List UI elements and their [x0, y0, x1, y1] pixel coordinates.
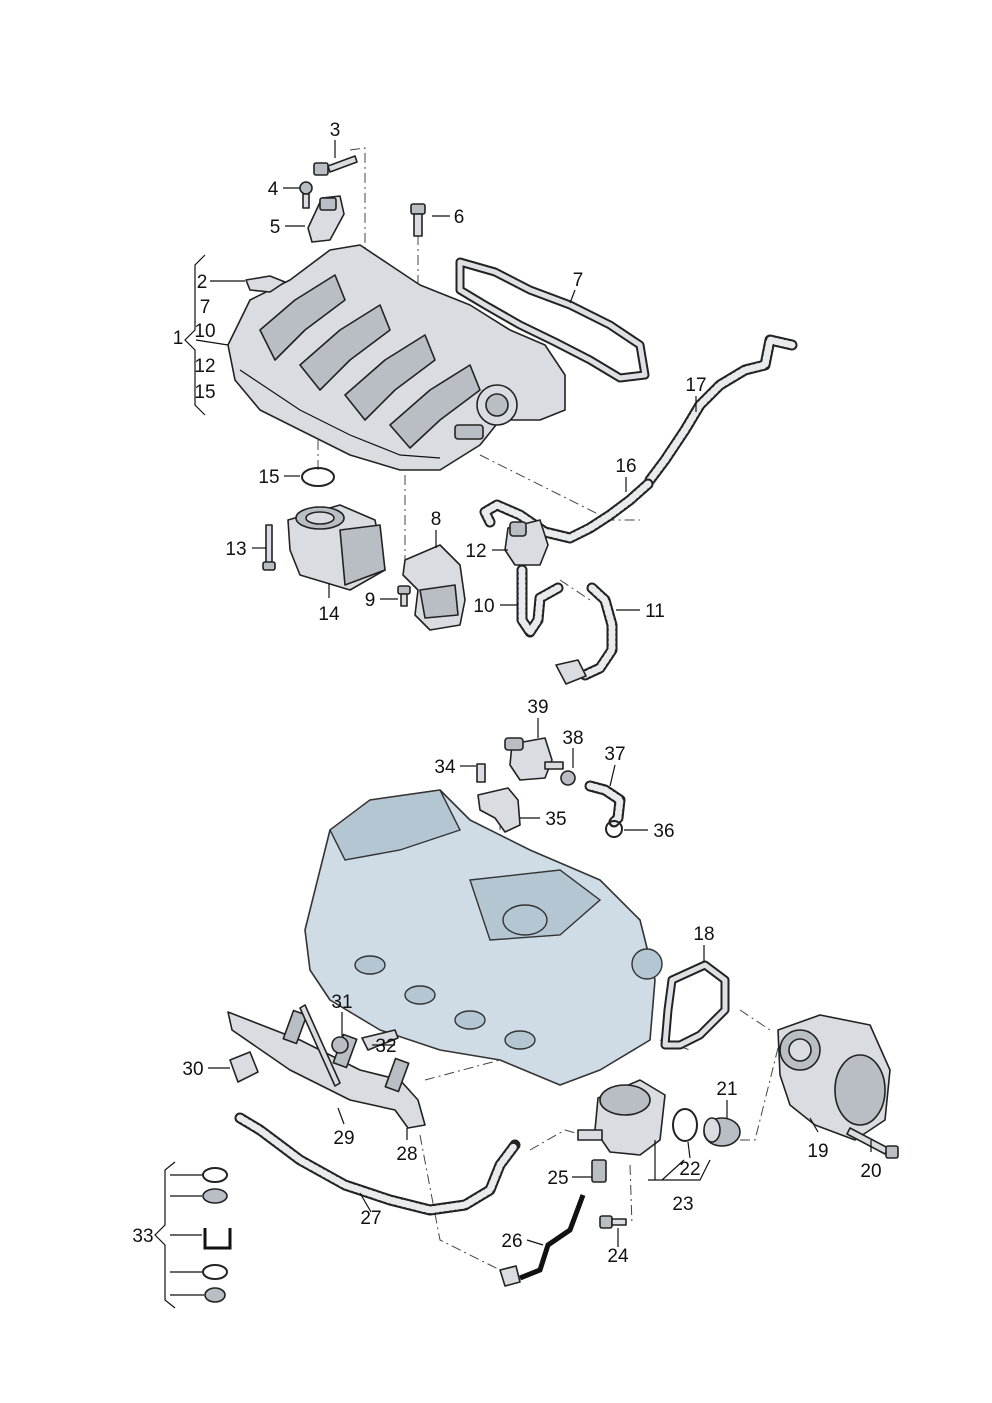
- callout-4: 4: [268, 179, 279, 200]
- callout-16: 16: [615, 456, 636, 477]
- bolt-24: [599, 1215, 627, 1229]
- clamp-36: [605, 820, 623, 838]
- bolt-20: [846, 1127, 899, 1159]
- callout-34: 34: [434, 757, 456, 778]
- callout-35: 35: [545, 809, 566, 830]
- callout-33: 33: [132, 1226, 153, 1247]
- callout-18: 18: [693, 924, 714, 945]
- callout-7: 7: [573, 270, 584, 291]
- callout-21: 21: [716, 1079, 737, 1100]
- callout-15: 15: [258, 467, 279, 488]
- callout-23: 23: [672, 1194, 693, 1215]
- leader-lines: [208, 140, 872, 1247]
- callout-2: 2: [197, 272, 208, 293]
- valve-12: [504, 519, 549, 566]
- callout-29: 29: [333, 1128, 354, 1149]
- fuel-line-27: [234, 1112, 521, 1216]
- fitting-25: [591, 1159, 607, 1183]
- callout-8: 8: [431, 509, 442, 530]
- callout-37: 37: [604, 744, 625, 765]
- bolt-13: [262, 524, 276, 571]
- callout-13: 13: [225, 539, 246, 560]
- callout-32: 32: [375, 1036, 396, 1057]
- callout-28: 28: [396, 1144, 417, 1165]
- callout-39: 39: [527, 697, 548, 718]
- hose-10: [516, 564, 564, 638]
- bracket-35: [477, 787, 521, 833]
- high-pressure-pump: [577, 1079, 666, 1156]
- hose-11: [555, 582, 618, 685]
- hose-37: [584, 780, 626, 828]
- bolt-4: [299, 181, 313, 209]
- tappet-21: [703, 1117, 741, 1147]
- callout-19: 19: [807, 1141, 828, 1162]
- gasket-18: [660, 960, 730, 1050]
- callout-22: 22: [679, 1159, 700, 1180]
- callout-3: 3: [330, 120, 341, 141]
- intake-manifold: [227, 244, 566, 471]
- callout-14: 14: [318, 604, 340, 625]
- repair-kit-33: [202, 1167, 232, 1303]
- callout-1: 1: [173, 328, 184, 349]
- fuel-rail: [227, 1009, 426, 1129]
- callout-9: 9: [365, 590, 376, 611]
- valve-39: [504, 737, 564, 781]
- bracket-group-1: [184, 254, 229, 416]
- bolt-29: [299, 1004, 341, 1087]
- callout-26: 26: [501, 1231, 522, 1252]
- callout-30: 30: [182, 1059, 203, 1080]
- sensor-30: [229, 1051, 259, 1083]
- gasket-7: [455, 257, 650, 383]
- pressure-sensor-5: [307, 195, 345, 243]
- vacuum-pump-19: [777, 1014, 891, 1141]
- callout-31: 31: [331, 992, 352, 1013]
- callout-38: 38: [562, 728, 583, 749]
- throttle-body-14: [287, 504, 386, 591]
- callout-5: 5: [270, 217, 281, 238]
- bolt-3: [313, 155, 358, 176]
- seal-31: [331, 1036, 349, 1054]
- callout-27: 27: [360, 1208, 381, 1229]
- callout-12: 12: [465, 541, 486, 562]
- callout-24: 24: [607, 1246, 629, 1267]
- bracket-1-item: 15: [194, 382, 215, 403]
- o-ring-22: [672, 1108, 698, 1142]
- nut-38: [560, 770, 576, 786]
- bracket-1-item: 10: [194, 321, 215, 342]
- callout-11: 11: [645, 601, 665, 622]
- o-ring-15: [301, 467, 335, 487]
- bracket-8: [402, 544, 466, 631]
- valve-6: [410, 203, 426, 237]
- hose-16: [479, 478, 654, 544]
- bracket-1-item: 12: [194, 356, 215, 377]
- callout-labels: 3 4 5 6 2 7 1 17 16 15 8 12 13 9 10 11 1…: [132, 120, 881, 1267]
- callout-6: 6: [454, 207, 465, 228]
- callout-25: 25: [547, 1168, 568, 1189]
- hose-17: [644, 334, 798, 486]
- bracket-1-item: 7: [200, 297, 211, 318]
- callout-36: 36: [653, 821, 674, 842]
- bracket-1-items: 7 10 12 15: [194, 297, 215, 403]
- bolt-34: [476, 763, 486, 783]
- cylinder-head: [304, 789, 663, 1086]
- fuel-line-26: [499, 1194, 586, 1287]
- callout-17: 17: [685, 375, 706, 396]
- callout-20: 20: [860, 1161, 881, 1182]
- bolt-9: [397, 585, 411, 607]
- sensor-2: [245, 275, 286, 293]
- injector-32: [361, 1029, 399, 1051]
- callout-10: 10: [473, 596, 494, 617]
- bracket-group-33: [154, 1161, 204, 1309]
